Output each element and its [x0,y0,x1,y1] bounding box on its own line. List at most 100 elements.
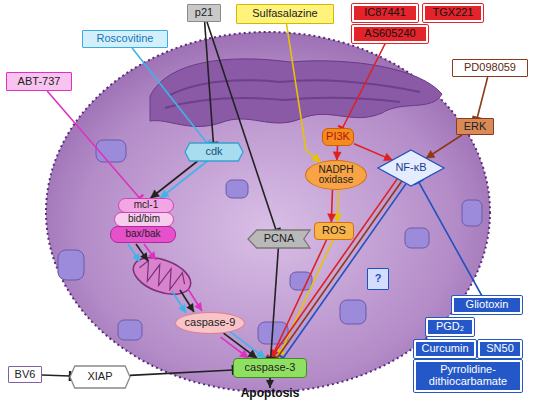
drug-box: ABT-737 [6,72,72,91]
node-text: bid/bim [128,214,160,225]
transcription-factor-diamond: NF-κB [378,150,444,186]
node-text: Sulfasalazine [252,8,317,20]
drug-box: SN50 [478,340,522,358]
node-text: NF-κB [395,162,426,174]
outcome-label: Apoptosis [220,386,320,400]
node-text: mcl-1 [134,200,158,211]
protein-box: bax/bak [110,226,176,243]
activation-arrow [336,146,338,160]
activation-arrow [354,144,392,160]
activation-arrow [287,24,321,162]
node-text: ROS [322,225,346,237]
drug-box: Curcumin [414,340,476,358]
drug-box: Roscovitine [82,30,168,48]
drug-box: Pyrrolidine- dithiocarbamate [414,360,522,392]
kinase-hexagon-fill [185,143,243,161]
activation-arrow [331,190,332,222]
node-text: PGD₂ [436,321,464,333]
vesicle [58,250,84,280]
vesicle [118,320,142,340]
enzyme-oval: NADPH oxidase [305,160,367,190]
drug-box: TGX221 [423,4,483,22]
node-text: cdk [205,146,222,158]
drug-box: PGD₂ [426,318,474,336]
node-text: SN50 [486,343,514,355]
node-text: IC87441 [364,7,406,19]
mitochondrion-cristae [136,258,188,293]
pathway-arrow [188,289,202,311]
inhibition-line [132,48,207,143]
vesicle [290,272,312,290]
reticulum-fold [165,98,400,108]
node-text: caspase-3 [245,362,296,374]
node-text: p21 [195,7,213,19]
unknown-box: ? [367,268,389,290]
node-text: Pyrrolidine- dithiocarbamate [417,364,519,387]
drug-box: IC87441 [352,4,418,22]
protein-shape: PCNA [248,230,310,248]
inhibition-line [477,77,488,118]
node-text: TGX221 [433,7,474,19]
node-text: NADPH oxidase [307,165,365,186]
vesicle [226,180,248,198]
drug-box: PD098059 [452,59,528,77]
inhibition-line [277,181,402,358]
protein-hexagon: XIAP [70,366,130,388]
inhibition-line [205,22,214,143]
node-text: caspase-9 [185,317,236,329]
endoplasmic-reticulum [150,59,442,127]
activation-arrow [151,161,198,198]
vesicle [96,140,126,162]
pathway-arrow [144,244,156,260]
node-text: PD098059 [464,62,516,74]
vesicle [405,228,429,248]
node-text: PI3K [326,131,350,143]
kinase-box: PI3K [322,128,354,146]
inhibition-line [130,370,233,375]
node-text: ABT-737 [18,76,61,88]
node-text: Roscovitine [97,33,154,45]
node-text: ? [375,273,382,285]
vesicle [340,300,366,324]
inhibition-line [271,248,279,358]
drug-box: Sulfasalazine [236,4,334,24]
inhibition-line [343,43,386,128]
node-text: XIAP [87,371,112,383]
activation-arrow [426,135,462,158]
protein-box: mcl-1 [118,198,174,213]
caspase-box: caspase-3 [233,358,307,378]
pathway-arrow [172,291,186,313]
protein-shape-fill [248,230,310,248]
protein-box: bid/bim [114,212,174,227]
inhibition-line [419,182,482,296]
pathway-arrow [180,290,194,312]
inhibition-line [47,91,139,198]
node-text: Curcumin [421,343,468,355]
vesicle [462,200,482,226]
inhibition-line [271,178,398,358]
node-text: bax/bak [125,229,160,240]
inhibitor-box: p21 [187,4,221,22]
caspase-oval: caspase-9 [175,312,245,334]
cell-membrane [46,32,490,392]
protein-hexagon-fill [70,366,130,388]
activation-arrow [221,337,249,358]
activation-arrow [160,161,207,198]
transcription-factor-diamond-fill [378,150,444,186]
inhibition-line [207,22,276,230]
drug-box: Gliotoxin [452,296,522,314]
node-text: Gliotoxin [466,299,509,311]
activation-arrow [224,333,257,358]
kinase-hexagon: cdk [185,143,243,161]
drug-box: AS605240 [352,25,428,43]
activation-arrow [337,190,338,222]
inhibition-line [42,374,70,377]
node-text: AS605240 [364,28,415,40]
inhibition-line [283,184,406,358]
drug-box: BV6 [8,366,42,383]
kinase-box: ERK [456,118,494,135]
molecule-box: ROS [314,222,354,240]
activation-arrow [227,329,265,358]
